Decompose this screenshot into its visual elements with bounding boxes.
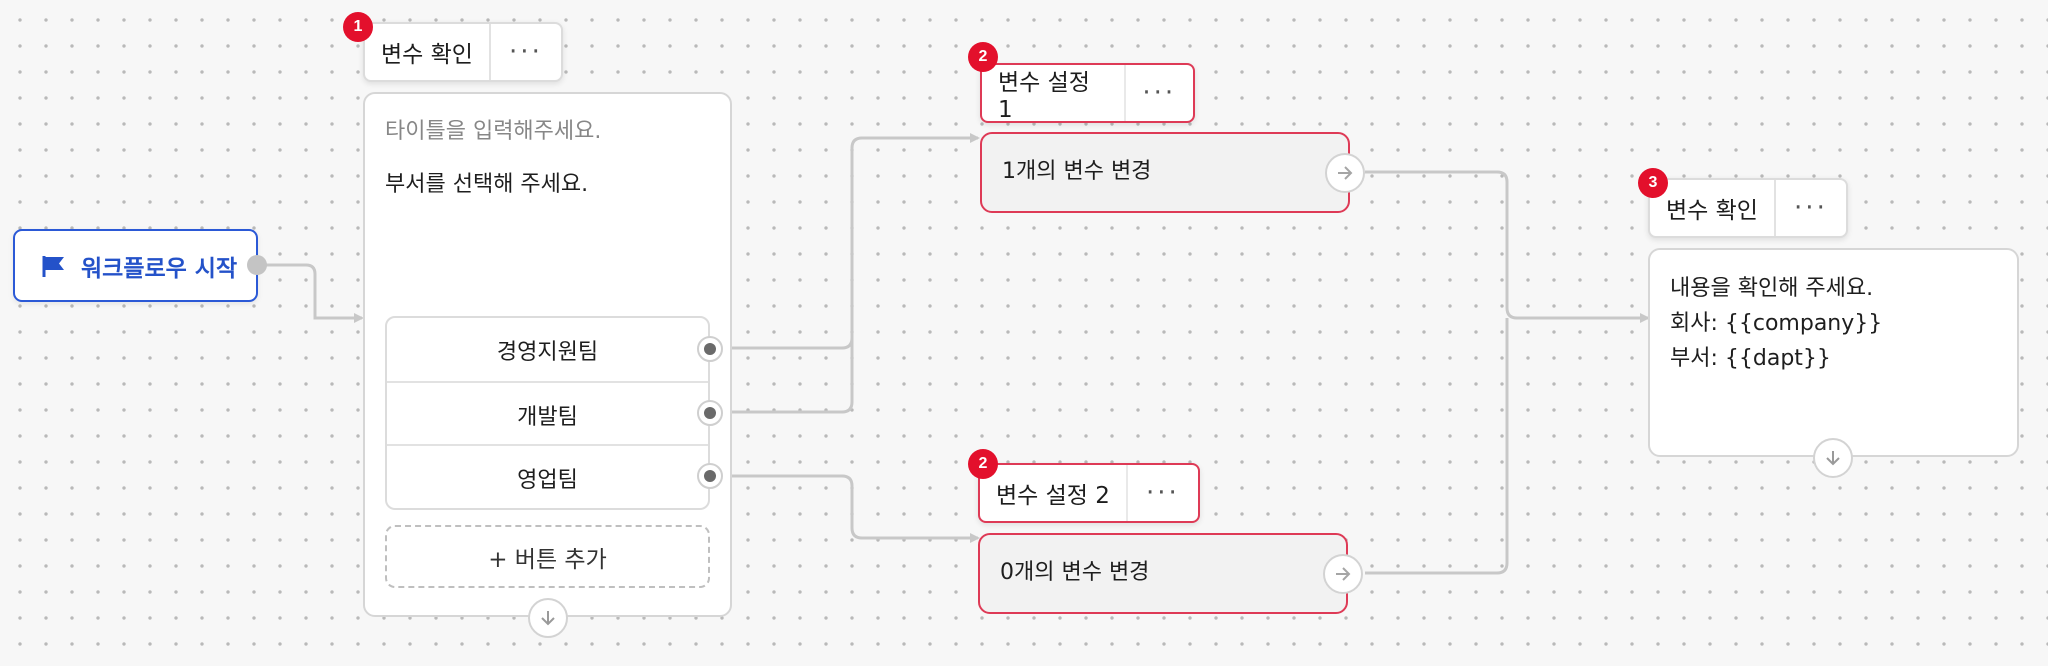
node1-more-button[interactable]: ··· xyxy=(509,37,543,67)
node3-line: 회사: {{company}} xyxy=(1670,311,1883,336)
node3-step-badge: 3 xyxy=(1638,168,1668,198)
node2b-next-button[interactable] xyxy=(1323,554,1363,594)
button3-output-port[interactable] xyxy=(697,463,723,489)
node2b-header[interactable]: 변수 설정 2 ··· xyxy=(978,463,1200,523)
button1-output-port[interactable] xyxy=(697,336,723,362)
add-button-button[interactable]: + 버튼 추가 xyxy=(385,525,710,588)
edge-node2a-to-node3 xyxy=(1365,170,1650,323)
node3-line: 내용을 확인해 주세요. xyxy=(1670,276,1874,301)
node1-message: 부서를 선택해 주세요. xyxy=(385,172,589,197)
node2b-body-text: 0개의 변수 변경 xyxy=(1000,560,1150,585)
node3-more-button[interactable]: ··· xyxy=(1794,193,1828,223)
node2a-step-badge: 2 xyxy=(968,42,998,72)
arrow-down-icon xyxy=(1826,451,1840,466)
arrow-down-icon xyxy=(541,611,555,626)
arrow-right-icon xyxy=(1336,567,1351,581)
node1-button-list: 경영지원팀 개발팀 영업팀 xyxy=(385,316,710,510)
flag-icon xyxy=(42,255,64,277)
node3-line: 부서: {{dapt}} xyxy=(1670,346,1831,371)
node3-header[interactable]: 변수 확인 ··· xyxy=(1648,178,1848,238)
node1-header[interactable]: 변수 확인 ··· xyxy=(363,22,563,82)
start-node-label: 워크플로우 시작 xyxy=(81,255,238,282)
node2b-title: 변수 설정 2 xyxy=(980,465,1128,521)
node2b-more-button[interactable]: ··· xyxy=(1146,478,1180,508)
node1-step-badge: 1 xyxy=(343,12,373,42)
node1-button-option[interactable]: 개발팀 xyxy=(387,381,708,446)
edge-button2-to-node2a xyxy=(727,148,854,414)
node3-next-button[interactable] xyxy=(1813,438,1853,478)
node1-title-input[interactable]: 타이틀을 입력해주세요. xyxy=(385,119,602,144)
node2a-header[interactable]: 변수 설정 1 ··· xyxy=(980,63,1195,123)
edge-start-to-node1 xyxy=(258,263,364,323)
node3-title: 변수 확인 xyxy=(1650,180,1776,236)
node1-button-option[interactable]: 경영지원팀 xyxy=(496,339,599,365)
edge-node2b-to-node3 xyxy=(1365,318,1509,575)
arrow-right-icon xyxy=(1338,166,1353,180)
node1-next-button[interactable] xyxy=(528,598,568,638)
node2b-step-badge: 2 xyxy=(968,449,998,479)
node2a-next-button[interactable] xyxy=(1325,153,1365,193)
edge-button3-to-node2b xyxy=(727,474,980,543)
workflow-start-node[interactable]: 워크플로우 시작 xyxy=(13,229,258,302)
node2a-title: 변수 설정 1 xyxy=(982,65,1126,123)
node2a-body-text: 1개의 변수 변경 xyxy=(1002,159,1152,184)
node2a-more-button[interactable]: ··· xyxy=(1142,78,1177,108)
node1-title: 변수 확인 xyxy=(365,24,491,80)
start-output-port[interactable] xyxy=(247,255,267,275)
node1-button-option[interactable]: 영업팀 xyxy=(387,444,708,509)
button2-output-port[interactable] xyxy=(697,400,723,426)
